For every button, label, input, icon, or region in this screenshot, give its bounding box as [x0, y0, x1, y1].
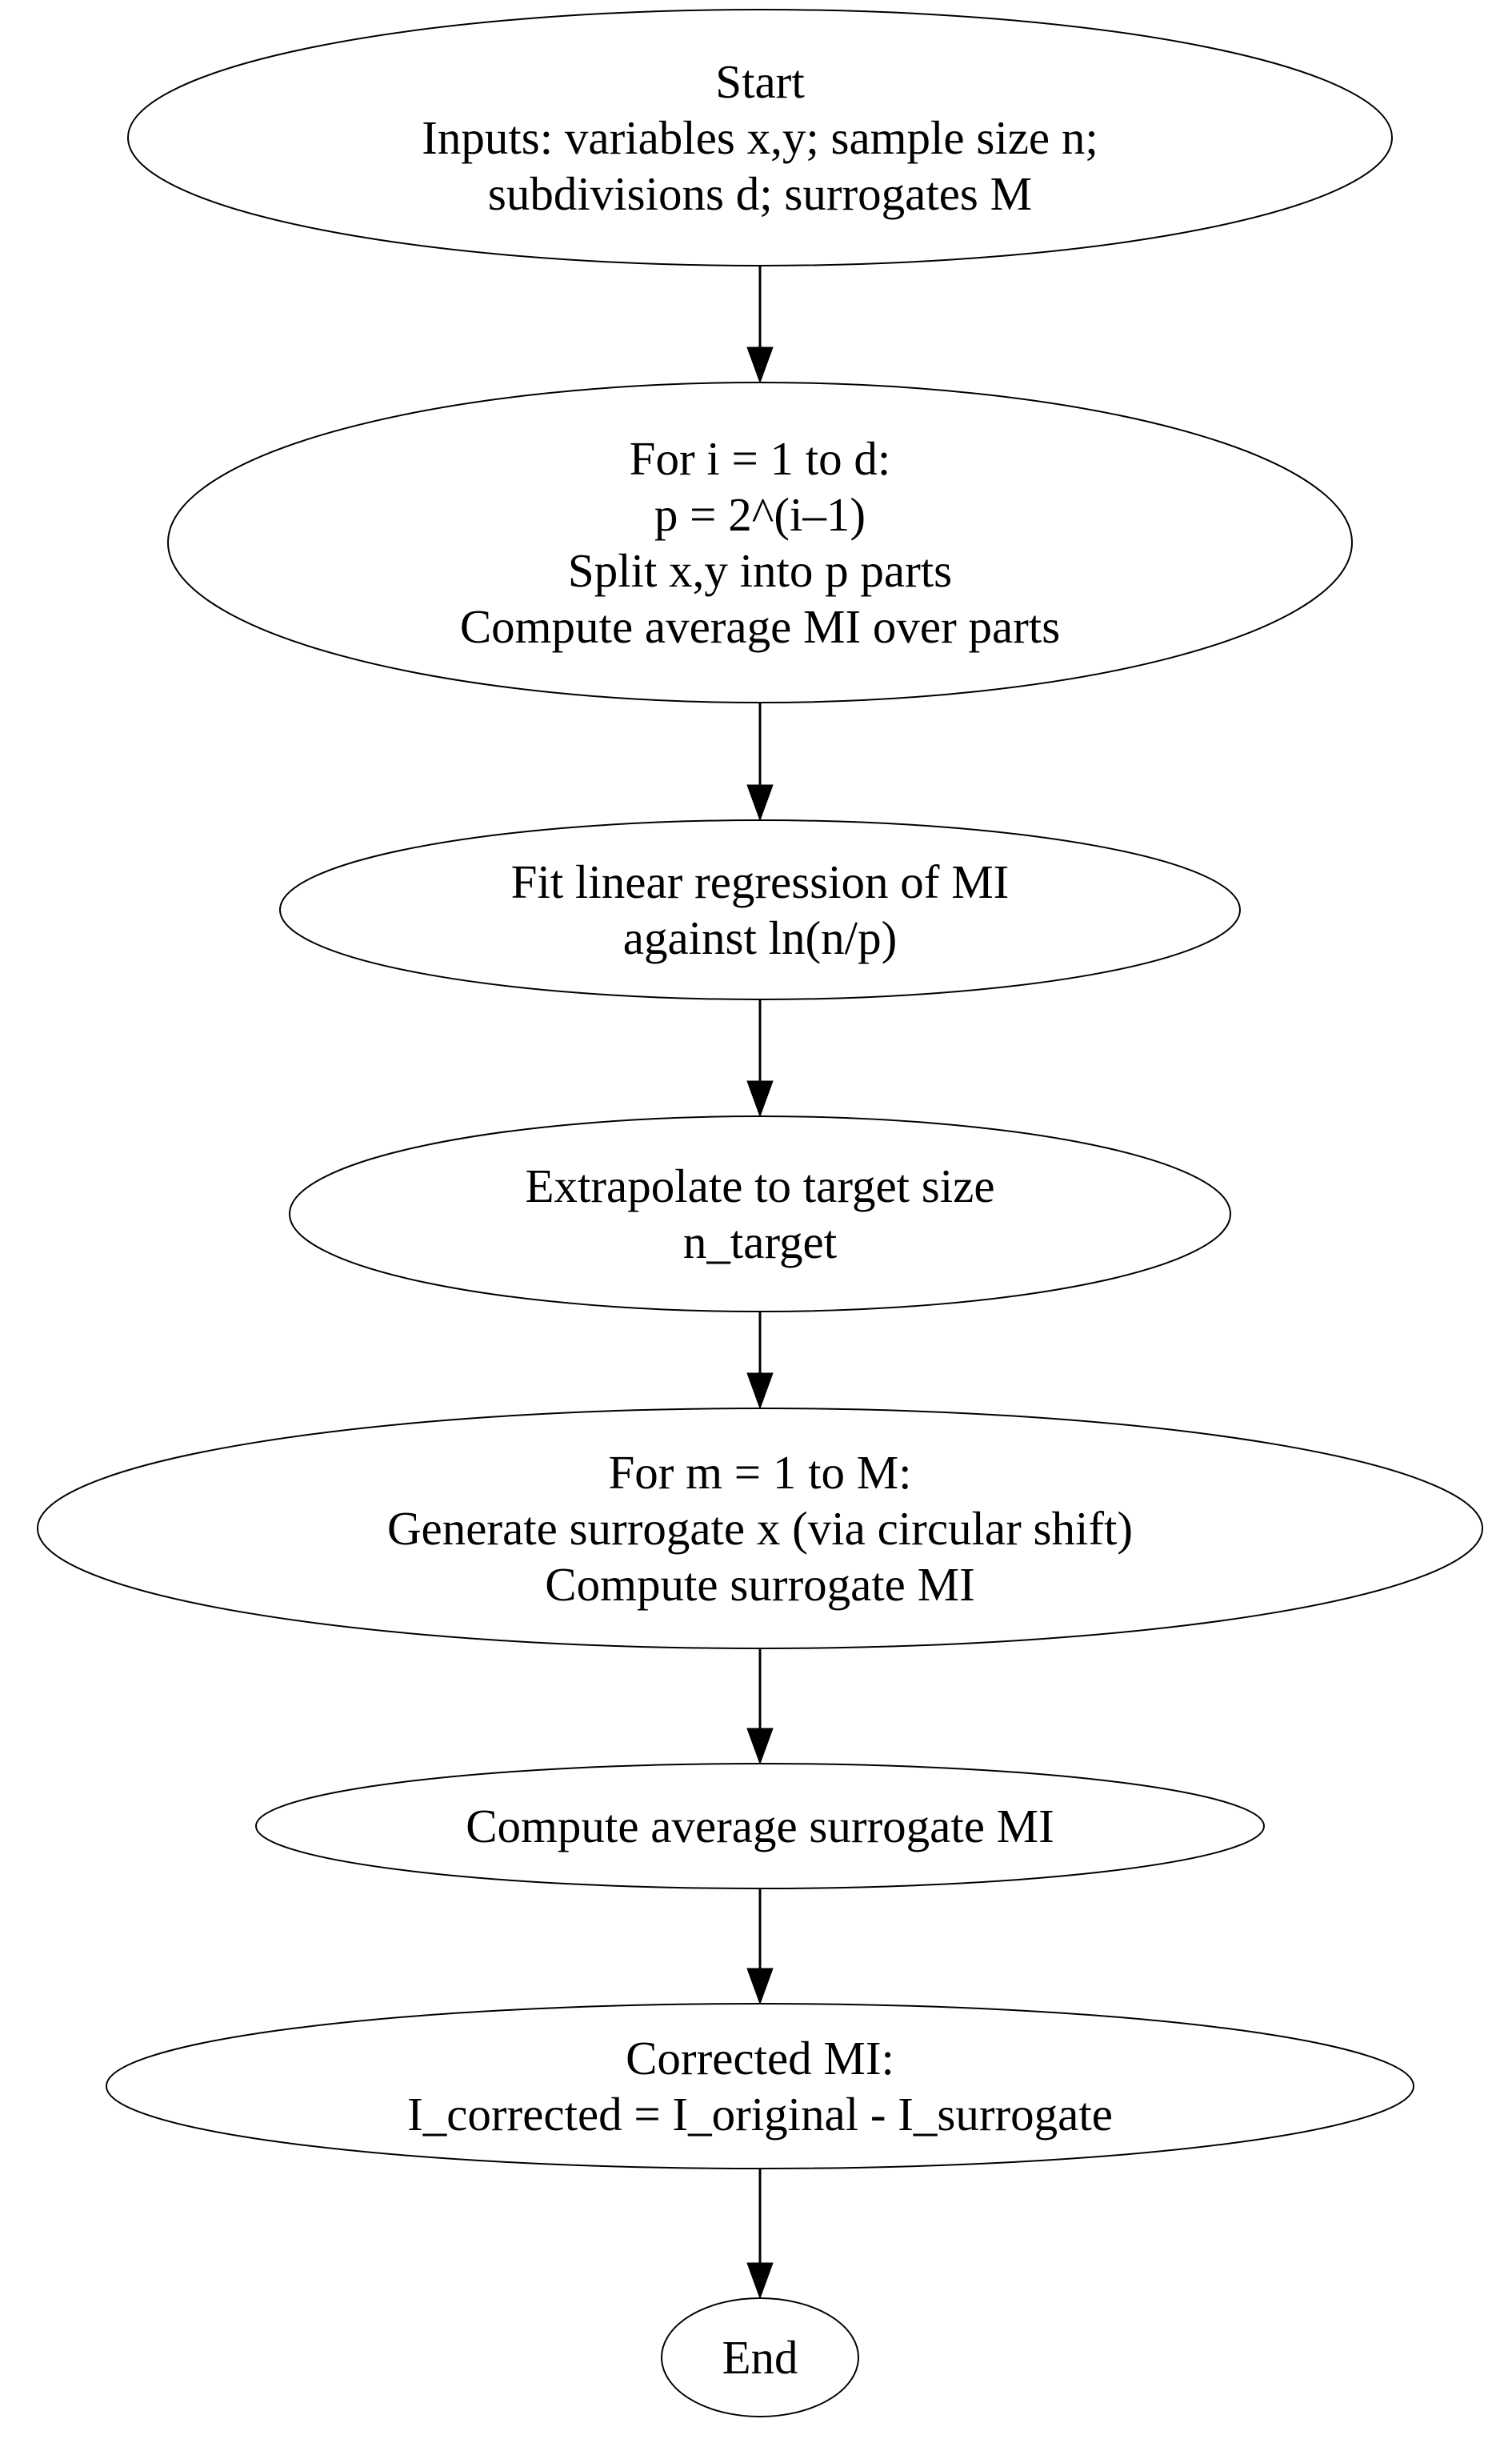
- node-start: Start Inputs: variables x,y; sample size…: [127, 9, 1393, 266]
- node-subdivision-loop-label-line-4: Compute average MI over parts: [460, 600, 1060, 653]
- node-surrogate-loop-label-line-1: For m = 1 to M:: [608, 1446, 911, 1499]
- node-surrogate-loop-label-line-3: Compute surrogate MI: [545, 1558, 974, 1611]
- node-fit-regression-ellipse: [279, 819, 1241, 1000]
- node-average-surrogate: Compute average surrogate MI: [255, 1763, 1265, 1889]
- node-fit-regression-label-line-2: against ln(n/p): [623, 911, 897, 964]
- node-subdivision-loop: For i = 1 to d: p = 2^(i–1) Split x,y in…: [167, 382, 1353, 703]
- node-extrapolate-ellipse: [289, 1115, 1231, 1312]
- node-extrapolate-label-line-2: n_target: [683, 1215, 838, 1268]
- node-start-ellipse: [127, 9, 1393, 266]
- node-subdivision-loop-label-line-1: For i = 1 to d:: [630, 432, 891, 485]
- node-surrogate-loop-label-line-2: Generate surrogate x (via circular shift…: [387, 1502, 1133, 1555]
- node-start-label-line-2: Inputs: variables x,y; sample size n;: [422, 111, 1098, 164]
- node-start-label-line-3: subdivisions d; surrogates M: [488, 167, 1032, 220]
- node-corrected-mi: Corrected MI: I_corrected = I_original -…: [106, 2003, 1414, 2169]
- node-end: End: [661, 2297, 859, 2417]
- node-fit-regression-label-line-1: Fit linear regression of MI: [511, 855, 1010, 908]
- arrowhead-icon: [746, 1728, 774, 1765]
- arrowhead-icon: [746, 1968, 774, 2005]
- arrowhead-icon: [746, 346, 774, 384]
- node-surrogate-loop: For m = 1 to M: Generate surrogate x (vi…: [37, 1408, 1483, 1649]
- edge-extrapolate-to-surrogate-loop: [746, 1312, 774, 1410]
- edge-corrected-mi-to-end: [746, 2169, 774, 2300]
- node-surrogate-loop-ellipse: [37, 1408, 1483, 1649]
- arrowhead-icon: [746, 784, 774, 822]
- edge-subdivision-loop-to-fit-regression: [746, 703, 774, 822]
- arrowhead-icon: [746, 1372, 774, 1410]
- node-fit-regression: Fit linear regression of MI against ln(n…: [279, 819, 1241, 1000]
- arrowhead-icon: [746, 2262, 774, 2300]
- node-corrected-mi-label-line-2: I_corrected = I_original - I_surrogate: [407, 2088, 1113, 2141]
- node-extrapolate-label-line-1: Extrapolate to target size: [525, 1159, 994, 1212]
- node-end-ellipse: [661, 2297, 859, 2417]
- node-corrected-mi-ellipse: [106, 2003, 1414, 2169]
- node-subdivision-loop-label-line-2: p = 2^(i–1): [654, 488, 866, 541]
- node-subdivision-loop-ellipse: [167, 382, 1353, 703]
- node-subdivision-loop-label-line-3: Split x,y into p parts: [568, 544, 952, 597]
- node-extrapolate: Extrapolate to target size n_target: [289, 1115, 1231, 1312]
- node-corrected-mi-label-line-1: Corrected MI:: [626, 2032, 894, 2085]
- edge-fit-regression-to-extrapolate: [746, 999, 774, 1118]
- edge-average-surrogate-to-corrected-mi: [746, 1888, 774, 2005]
- node-start-label-line-1: Start: [715, 55, 805, 108]
- node-average-surrogate-ellipse: [255, 1763, 1265, 1889]
- arrowhead-icon: [746, 1080, 774, 1118]
- edge-surrogate-loop-to-average-surrogate: [746, 1648, 774, 1765]
- node-average-surrogate-label-line-1: Compute average surrogate MI: [466, 1800, 1054, 1852]
- node-end-label-line-1: End: [722, 2331, 798, 2384]
- edge-start-to-subdivision-loop: [746, 266, 774, 384]
